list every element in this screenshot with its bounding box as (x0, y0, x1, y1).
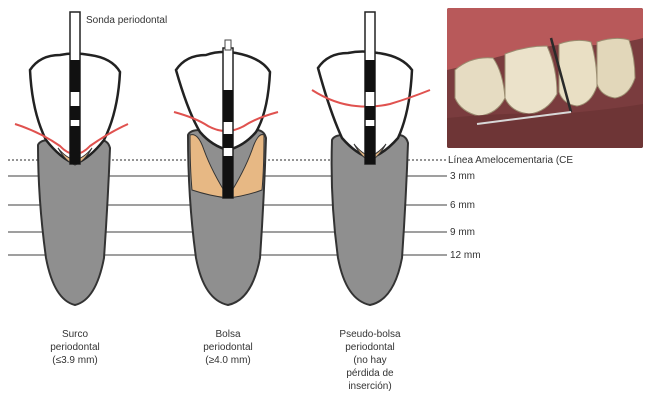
caption-pocket: Bolsa periodontal (≥4.0 mm) (186, 328, 270, 367)
photo-tooth (559, 40, 597, 106)
caption-line: Bolsa (186, 328, 270, 341)
depth-label-6mm: 6 mm (450, 200, 475, 212)
caption-line: periodontal (35, 341, 115, 354)
probe-label: Sonda periodontal (86, 15, 167, 27)
caption-line: (no hay (322, 354, 418, 367)
clinical-photo-drawing (447, 8, 643, 148)
photo-tooth (505, 46, 557, 114)
caption-line: periodontal (322, 341, 418, 354)
tooth-1-probe-mark (70, 60, 80, 92)
depth-label-9mm: 9 mm (450, 227, 475, 239)
caption-line: Surco (35, 328, 115, 341)
tooth-3-probe-mark (365, 126, 375, 164)
caption-line: (≤3.9 mm) (35, 354, 115, 367)
tooth-2-probe-mark (223, 134, 233, 148)
caption-line: inserción) (322, 380, 418, 393)
tooth-1-probe-mark (70, 126, 80, 164)
photo-tooth (597, 38, 635, 98)
tooth-3-probe-mark (365, 106, 375, 120)
caption-line: (≥4.0 mm) (186, 354, 270, 367)
cej-label: Línea Amelocementaria (CE (448, 155, 573, 167)
caption-pseudo-pocket: Pseudo-bolsa periodontal (no hay pérdida… (322, 328, 418, 393)
tooth-pseudo-pocket (312, 12, 430, 305)
depth-label-3mm: 3 mm (450, 171, 475, 183)
caption-line: pérdida de (322, 367, 418, 380)
tooth-sulcus (15, 12, 128, 305)
tooth-2-probe-mark (223, 90, 233, 122)
tooth-2-probe-tip (225, 40, 231, 50)
clinical-photo (447, 8, 643, 148)
tooth-2-probe-mark (223, 156, 233, 198)
tooth-3-probe-mark (365, 60, 375, 92)
depth-label-12mm: 12 mm (450, 250, 481, 262)
caption-line: Pseudo-bolsa (322, 328, 418, 341)
tooth-pocket (174, 40, 278, 305)
caption-sulcus: Surco periodontal (≤3.9 mm) (35, 328, 115, 367)
caption-line: periodontal (186, 341, 270, 354)
photo-tooth (455, 58, 505, 116)
tooth-1-probe-mark (70, 106, 80, 120)
